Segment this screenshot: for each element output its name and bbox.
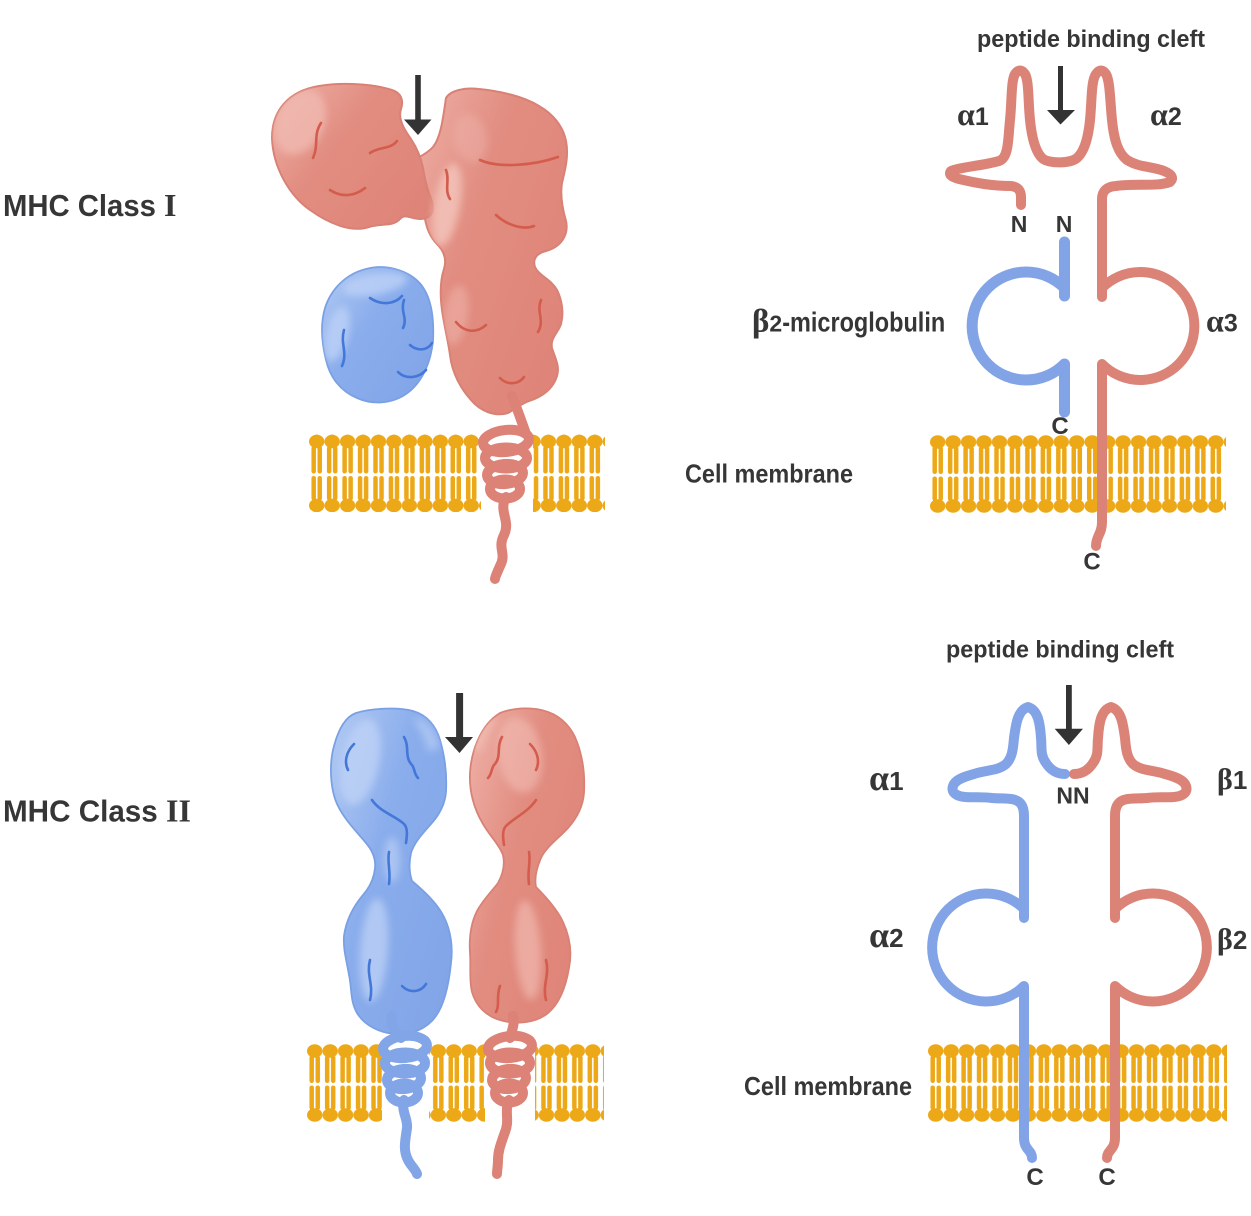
svg-text:C: C [1026, 1164, 1043, 1191]
svg-text:C: C [1098, 1164, 1115, 1191]
svg-text:C: C [1051, 413, 1068, 440]
svg-text:MHC Class II: MHC Class II [3, 793, 191, 829]
svg-text:β2: β2 [1217, 923, 1247, 956]
svg-text:peptide binding cleft: peptide binding cleft [977, 26, 1205, 53]
svg-text:N: N [1056, 211, 1073, 237]
svg-text:β2-microglobulin: β2-microglobulin [752, 304, 945, 340]
svg-text:MHC Class I: MHC Class I [3, 187, 176, 223]
svg-text:α2: α2 [1150, 96, 1182, 132]
svg-text:β1: β1 [1217, 763, 1247, 796]
svg-text:NN: NN [1056, 783, 1089, 809]
svg-text:Cell membrane: Cell membrane [685, 459, 853, 489]
svg-text:α1: α1 [957, 96, 989, 132]
svg-text:Cell membrane: Cell membrane [744, 1071, 912, 1101]
svg-text:peptide binding cleft: peptide binding cleft [946, 637, 1174, 664]
svg-text:C: C [1083, 549, 1100, 576]
svg-text:α3: α3 [1206, 303, 1238, 339]
svg-text:α1: α1 [869, 758, 904, 798]
svg-text:N: N [1011, 211, 1028, 237]
svg-text:α2: α2 [869, 915, 904, 955]
